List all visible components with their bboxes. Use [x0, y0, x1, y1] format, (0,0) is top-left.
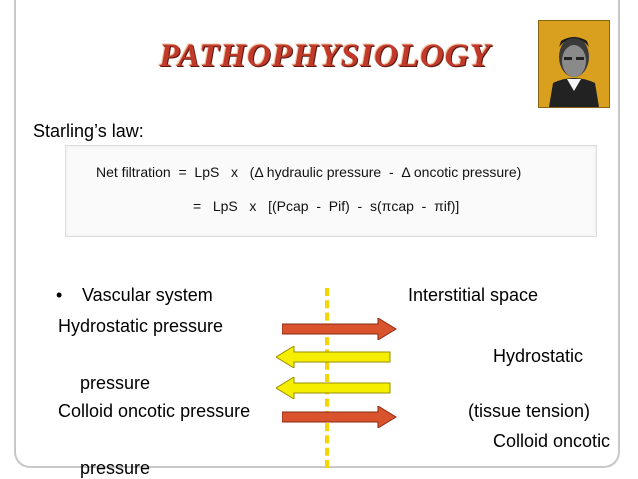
starling-law-label: Starling’s law:	[33, 121, 144, 141]
formula-line-2: = LpS x [(Pcap - Pif) - s(πcap - πif)]	[193, 198, 460, 214]
right-hydrostatic-line2: pressure	[80, 373, 151, 393]
right-hydrostatic-line1: Hydrostatic	[493, 346, 584, 366]
vascular-system-header: Vascular system	[82, 285, 213, 305]
slide-frame	[14, 0, 620, 468]
arrow-right-red-icon	[282, 406, 397, 428]
formula-box: Net filtration = LpS x (Δ hydraulic pres…	[65, 145, 597, 237]
portrait-photo-icon	[538, 20, 610, 108]
interstitial-space-header: Interstitial space	[408, 285, 539, 305]
membrane-divider	[325, 288, 329, 468]
arrow-right-red-icon	[282, 318, 397, 340]
right-colloid-line2: pressure	[80, 458, 151, 478]
right-tissue-tension: (tissue tension)	[468, 401, 591, 421]
bullet-icon: •	[56, 285, 63, 305]
left-hydrostatic-pressure: Hydrostatic pressure	[58, 316, 224, 336]
left-colloid-oncotic-pressure: Colloid oncotic pressure	[58, 401, 251, 421]
right-colloid-line1: Colloid oncotic	[493, 431, 611, 451]
arrow-left-yellow-icon	[276, 346, 391, 368]
slide-title: PATHOPHYSIOLOGY	[159, 38, 491, 74]
arrow-left-yellow-icon	[276, 377, 391, 399]
formula-line-1: Net filtration = LpS x (Δ hydraulic pres…	[96, 164, 522, 180]
